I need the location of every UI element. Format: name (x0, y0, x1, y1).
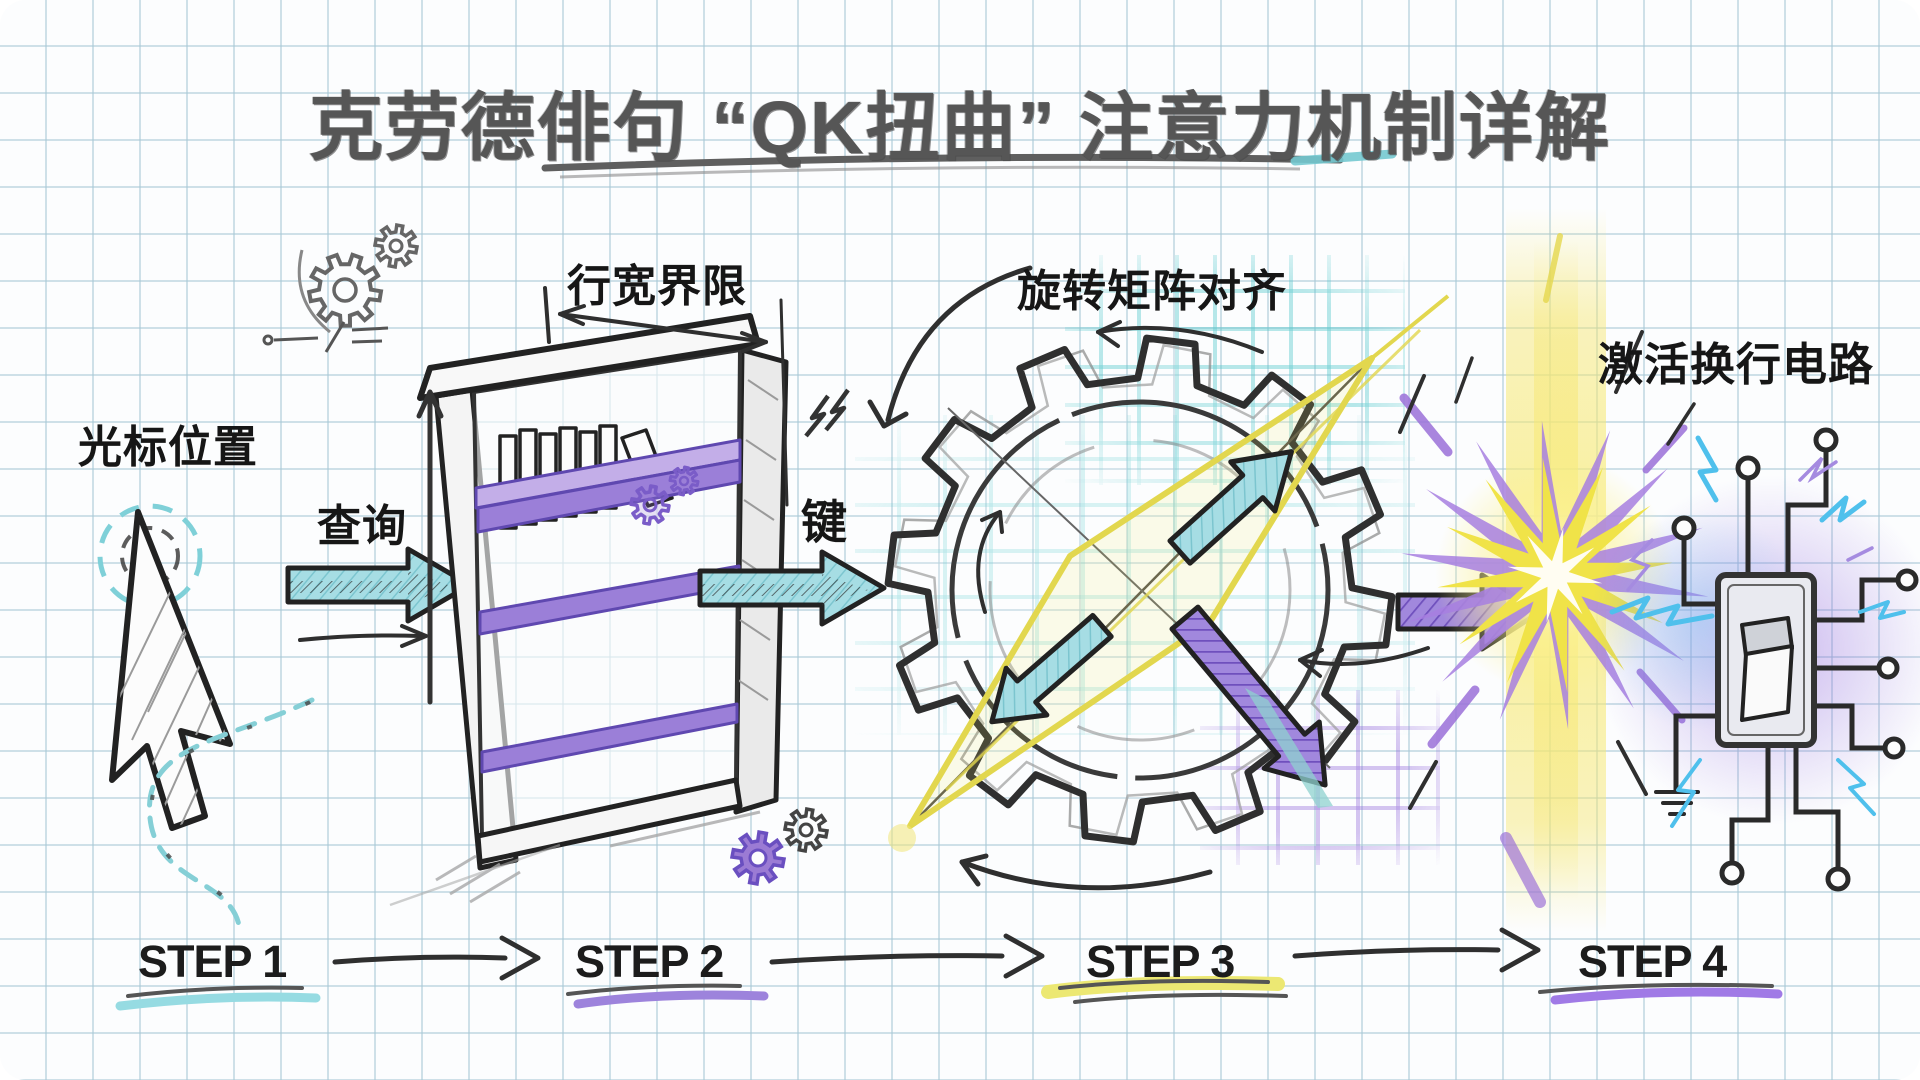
step2-underline (573, 990, 769, 1009)
rotation-alignment-label: 旋转矩阵对齐 (1017, 267, 1287, 316)
lightning-slashes-icon (804, 388, 850, 438)
query-label: 查询 (317, 502, 407, 551)
teal-streak (1245, 688, 1333, 808)
speed-lines (1398, 233, 1696, 908)
step3-label: STEP 3 (1086, 936, 1235, 987)
purple-sparks (1626, 456, 1874, 592)
key-label: 键 (801, 496, 848, 548)
rotation-arrows (867, 265, 1430, 891)
gear-arrow-up-right (1167, 449, 1294, 566)
starburst-icon (1401, 420, 1709, 730)
activate-circuit-label: 激活换行电路 (1598, 339, 1875, 390)
switch-icon (1715, 572, 1817, 748)
query-thin-arrow (298, 624, 428, 648)
gear-icon-purple-small (629, 465, 700, 526)
line-width-limit-label: 行宽界限 (567, 262, 747, 311)
cursor-position-label: 光标位置 (78, 423, 258, 472)
step2-label: STEP 2 (575, 936, 724, 987)
gear-icon-small (297, 222, 420, 334)
up-arrow-icon (416, 389, 444, 705)
lightning-bolts-icon (1609, 435, 1906, 828)
floor-shadow (389, 810, 761, 907)
bookshelf-icon (417, 313, 789, 871)
step4-underline (1550, 987, 1783, 1005)
step4-label: STEP 4 (1578, 936, 1727, 987)
page-title: 克劳德俳句 “QK扭曲” 注意力机制详解 (308, 86, 1612, 169)
gear-icon-bottom (729, 806, 830, 887)
shelf-boards (474, 438, 742, 774)
dimension-arrow (543, 286, 789, 507)
step-arrows (332, 927, 1541, 981)
step-underlines (115, 976, 1783, 1011)
query-arrow-icon (285, 546, 473, 624)
dashed-squiggle (147, 697, 315, 937)
gear-arrow-down-left (989, 612, 1114, 725)
title-underline (541, 149, 1397, 179)
circuit-doodle (262, 321, 389, 353)
key-arrow-icon (697, 549, 887, 627)
step1-label: STEP 1 (138, 936, 287, 987)
circuit-traces (1671, 427, 1919, 892)
step1-underline (115, 992, 321, 1011)
cursor-icon (97, 503, 233, 831)
